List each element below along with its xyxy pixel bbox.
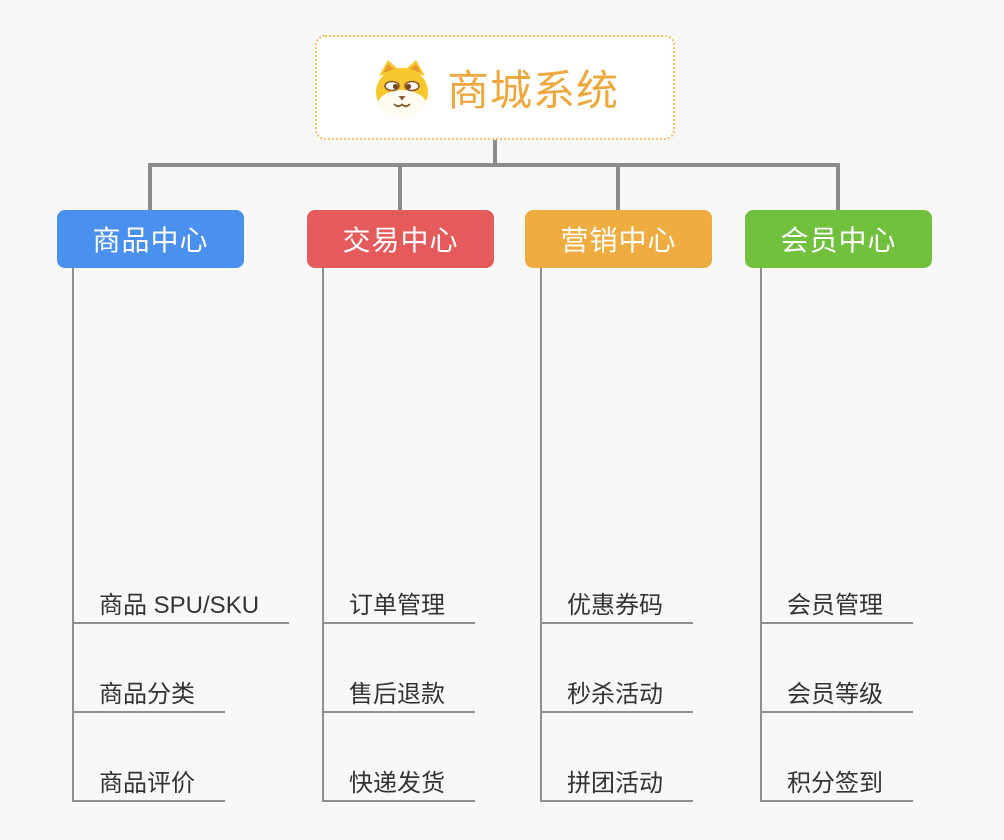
connector-spine [760, 268, 762, 802]
connector-spine [322, 268, 324, 802]
leaf-node[interactable]: 订单管理 [322, 590, 475, 624]
dog-face-icon [371, 59, 433, 117]
leaf-node[interactable]: 秒杀活动 [540, 679, 693, 713]
connector-spine [540, 268, 542, 802]
root-node[interactable]: 商城系统 [315, 35, 675, 140]
connector-spine [72, 268, 74, 802]
leaf-node[interactable]: 商品分类 [72, 679, 225, 713]
connector-drop-member [836, 163, 840, 211]
leaf-node[interactable]: 积分签到 [760, 768, 913, 802]
branch-product-children: 商品 SPU/SKU 商品分类 商品评价 商品属性 商品推荐 商品品牌 [72, 268, 332, 808]
branch-member-center[interactable]: 会员中心 [745, 210, 932, 268]
connector-drop-trade [398, 163, 402, 211]
connector-drop-product [148, 163, 152, 211]
branch-marketing-center[interactable]: 营销中心 [525, 210, 712, 268]
leaf-node[interactable]: 售后退款 [322, 679, 475, 713]
branch-trade-center[interactable]: 交易中心 [307, 210, 494, 268]
branch-product-center[interactable]: 商品中心 [57, 210, 244, 268]
root-title: 商城系统 [446, 67, 619, 114]
leaf-node[interactable]: 商品 SPU/SKU [72, 590, 290, 624]
leaf-node[interactable]: 拼团活动 [540, 768, 693, 802]
leaf-node[interactable]: 优惠券码 [540, 590, 693, 624]
connector-horizontal-bar [148, 163, 840, 167]
leaf-node[interactable]: 会员等级 [760, 679, 913, 713]
connector-drop-marketing [616, 163, 620, 211]
branch-member-children: 会员管理 会员等级 积分签到 会员标签 会员分组 收货地址 [760, 268, 1004, 808]
connector-root-stem [493, 139, 497, 165]
leaf-node[interactable]: 商品评价 [72, 768, 225, 802]
leaf-node[interactable]: 会员管理 [760, 590, 913, 624]
branch-marketing-children: 优惠券码 秒杀活动 拼团活动 砍价活动 限时折扣 满减送 [540, 268, 800, 808]
branch-trade-children: 订单管理 售后退款 快递发货 门店自提 购物车 销售分佣 [322, 268, 582, 808]
leaf-node[interactable]: 快递发货 [322, 768, 475, 802]
